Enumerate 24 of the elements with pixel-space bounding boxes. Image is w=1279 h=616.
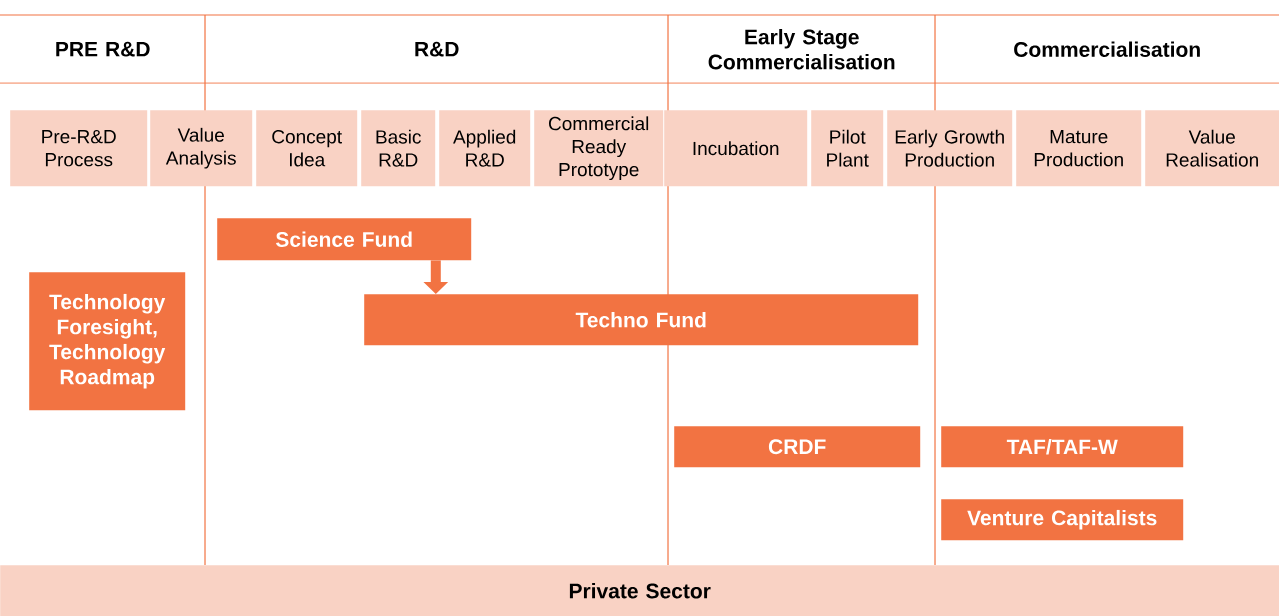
node-label: Commercial Ready Prototype bbox=[548, 116, 649, 181]
phase-header: PRE R&D bbox=[56, 41, 150, 57]
stage-box: Value Analysis bbox=[150, 110, 253, 187]
fund-box: Science Fund bbox=[217, 218, 472, 261]
stage-box: Basic R&D bbox=[361, 110, 436, 187]
stage-box: Value Realisation bbox=[1145, 110, 1279, 187]
stage-box: Pilot Plant bbox=[811, 110, 884, 187]
stage-box: Incubation bbox=[664, 110, 808, 187]
phase-header: Early Stage Commercialisation bbox=[708, 29, 895, 70]
fund-box: Techno Fund bbox=[364, 294, 919, 346]
sector-band: Private Sector bbox=[0, 565, 1279, 616]
node-label: Incubation bbox=[693, 141, 779, 156]
phase-header: R&D bbox=[415, 41, 459, 57]
stage-box: Commercial Ready Prototype bbox=[534, 110, 664, 187]
stage-box: Concept Idea bbox=[256, 110, 358, 187]
fund-box: Technology Foresight, Technology Roadmap bbox=[29, 272, 186, 411]
stage-box: Applied R&D bbox=[439, 110, 531, 187]
fund-box: Venture Capitalists bbox=[941, 499, 1184, 541]
stage-box: Pre-R&D Process bbox=[10, 110, 148, 187]
phase-header: Commercialisation bbox=[1014, 41, 1200, 57]
fund-box: CRDF bbox=[674, 426, 921, 468]
fund-box: TAF/TAF-W bbox=[941, 426, 1184, 468]
stage-box: Early Growth Production bbox=[887, 110, 1013, 187]
stage-box: Mature Production bbox=[1016, 110, 1142, 187]
